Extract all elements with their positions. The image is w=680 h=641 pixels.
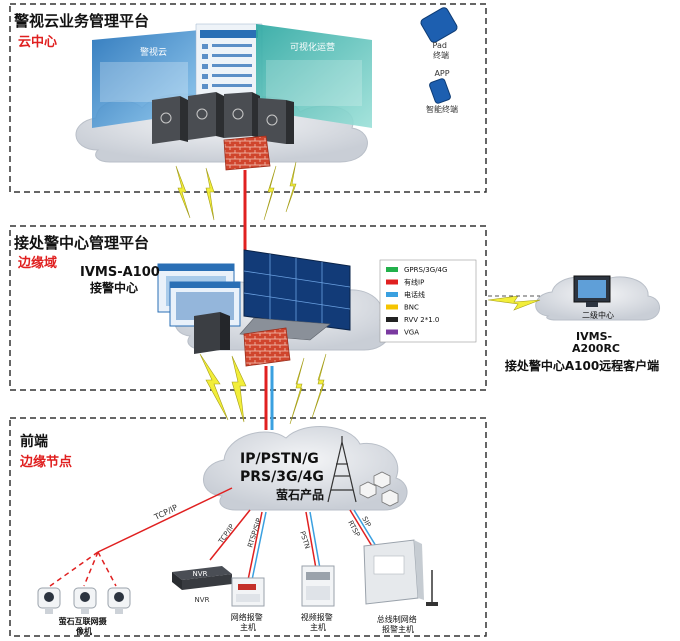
smart-terminal-label: 智能终端 [426, 104, 458, 114]
network-alarm-line2: 主机 [240, 622, 256, 632]
sip-label-right: SIP [360, 515, 372, 528]
camera-group-line2: 像机 [75, 626, 92, 636]
wireless-links-upper [175, 161, 297, 221]
ivms-a100-screens [157, 263, 241, 327]
ezviz-camera-1 [37, 587, 61, 614]
nvr-device [172, 566, 232, 590]
center-zone-title: 接处警中心管理平台 [14, 234, 149, 252]
video-alarm-line1: 视频报警 [301, 612, 333, 622]
tcpip-label-nvr: TCP/IP [217, 523, 237, 546]
bus-alarm-line2: 报警主机 [382, 624, 414, 634]
legend-swatch [386, 304, 398, 310]
front-zone-box [9, 417, 487, 637]
front-zone-subtitle: 边缘节点 [19, 454, 72, 470]
nvr-caption: NVR [195, 596, 210, 604]
cloud-server-rack [152, 92, 294, 144]
cloud-zone-box [9, 3, 487, 193]
remote-client-monitor [573, 275, 611, 307]
cloud-zone-title: 警视云业务管理平台 [13, 12, 149, 30]
legend-label: BNC [404, 304, 419, 312]
legend-swatch [386, 292, 398, 297]
camera-fanout-links [49, 551, 117, 587]
front-zone-title: 前端 [20, 433, 48, 450]
cloud-zone-subtitle: 云中心 [18, 34, 57, 50]
legend-label: 电话线 [404, 290, 425, 299]
network-cloud-line3: 萤石产品 [276, 487, 324, 502]
ivms-a200rc-label: IVMS- A200RC [572, 330, 620, 355]
network-alarm-label: 网络报警 主机 [231, 612, 266, 632]
ezviz-hex-nodes [359, 471, 399, 507]
svg-text:可视化运营: 可视化运营 [290, 41, 335, 53]
ivms-a100-title: IVMS-A100 [80, 265, 160, 280]
cell-tower-icon [327, 436, 357, 503]
network-alarm-host [231, 577, 265, 607]
ezviz-camera-3 [107, 587, 131, 614]
legend-label: RVV 2*1.0 [404, 316, 439, 324]
center-zone-subtitle: 边缘域 [17, 255, 57, 271]
bus-alarm-host [363, 539, 438, 606]
link-network-alarm-red [247, 511, 263, 581]
ezviz-camera-2 [73, 587, 97, 614]
tcpip-link-nvr [209, 509, 251, 561]
platform-screen-middle [195, 23, 263, 113]
cloud-firewall [223, 135, 271, 171]
wireless-links-lower [199, 353, 327, 425]
pad-label-line2: 终端 [433, 50, 449, 60]
pad-label: Pad 终端 [433, 41, 450, 60]
legend-swatch [386, 329, 398, 335]
video-alarm-line2: 主机 [310, 622, 326, 632]
center-firewall [243, 327, 291, 367]
network-cloud [203, 426, 408, 511]
pad-icon [420, 7, 458, 43]
link-network-alarm-blue [251, 511, 267, 581]
svg-text:警视云: 警视云 [140, 46, 167, 58]
network-cloud-line2: PRS/3G/4G [240, 469, 324, 485]
remote-client-label: 接处警中心A100远程客户端 [505, 358, 659, 373]
camera-group-label: 萤石互联网摄 像机 [59, 616, 110, 636]
ivms-a200rc-line1: IVMS- [576, 330, 612, 343]
legend-swatch [386, 279, 398, 285]
network-cloud-line1: IP/PSTN/G [240, 451, 319, 467]
video-alarm-label: 视频报警 主机 [301, 612, 336, 632]
legend-swatch [386, 317, 398, 322]
rtsp-label-right: RTSP [346, 519, 361, 538]
app-label: APP [434, 69, 449, 78]
pad-label-line1: Pad [433, 41, 447, 50]
tcpip-link-cameras [97, 487, 233, 553]
secondary-center-label: 二级中心 [582, 310, 614, 320]
network-alarm-line1: 网络报警 [231, 612, 263, 622]
legend-label: 有线IP [404, 278, 424, 287]
video-alarm-host [301, 565, 335, 607]
legend-swatch [386, 267, 398, 272]
ehome-label: RTSP/SIP [246, 517, 263, 548]
ivms-a200rc-line2: A200RC [572, 342, 620, 355]
nvr-device-label: NVR [193, 570, 208, 578]
video-wall [243, 249, 351, 331]
bus-alarm-line1: 总线制网络 [377, 614, 417, 624]
legend-label: VGA [404, 329, 419, 337]
bus-alarm-label: 总线制网络 报警主机 [377, 614, 420, 634]
wireless-link-remote [487, 295, 541, 311]
camera-group-line1: 萤石互联网摄 [59, 616, 108, 626]
ivms-a100-subtitle: 接警中心 [90, 280, 138, 295]
smartphone-icon [429, 78, 451, 104]
legend-label: GPRS/3G/4G [404, 266, 447, 274]
center-server [194, 312, 230, 354]
